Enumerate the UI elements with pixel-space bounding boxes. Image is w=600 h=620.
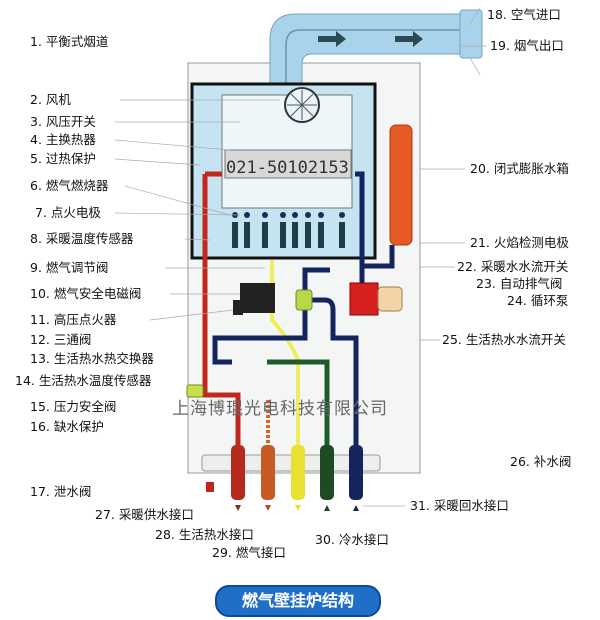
flue-terminal xyxy=(459,9,483,59)
label-27: 27. 采暖供水接口 xyxy=(95,507,194,522)
label-21: 21. 火焰检测电极 xyxy=(470,235,569,250)
label-8: 8. 采暖温度传感器 xyxy=(30,231,134,246)
watermark: 上海博琨光电科技有限公司 xyxy=(172,399,388,419)
label-13: 13. 生活热水热交换器 xyxy=(30,351,154,366)
label-29: 29. 燃气接口 xyxy=(212,545,286,560)
gas-valve xyxy=(240,283,275,313)
label-15: 15. 压力安全阀 xyxy=(30,399,117,414)
heating-supply-pipe xyxy=(202,174,241,445)
label-5: 5. 过热保护 xyxy=(30,151,96,166)
label-28: 28. 生活热水接口 xyxy=(155,527,254,542)
label-12: 12. 三通阀 xyxy=(30,332,92,347)
label-25: 25. 生活热水水流开关 xyxy=(442,332,566,347)
label-4: 4. 主换热器 xyxy=(30,132,96,147)
diagram-title: 燃气壁挂炉结构 xyxy=(215,585,381,617)
label-2: 2. 风机 xyxy=(30,92,71,107)
circulation-pump xyxy=(349,282,379,316)
label-22: 22. 采暖水水流开关 xyxy=(457,259,569,274)
flow-arrow-icon xyxy=(318,31,423,47)
label-7: 7. 点火电极 xyxy=(35,205,101,220)
connectors xyxy=(206,445,363,511)
label-10: 10. 燃气安全电磁阀 xyxy=(30,286,142,301)
label-14: 14. 生活热水温度传感器 xyxy=(15,373,152,388)
label-31: 31. 采暖回水接口 xyxy=(410,498,509,513)
phone-number: 021-50102153 xyxy=(226,158,349,178)
label-24: 24. 循环泵 xyxy=(507,293,569,308)
main-heat-exchanger xyxy=(224,149,352,179)
three-way-valve xyxy=(295,289,313,311)
label-11: 11. 高压点火器 xyxy=(30,312,117,327)
label-17: 17. 泄水阀 xyxy=(30,484,92,499)
cold-water-pipe xyxy=(267,359,330,445)
label-3: 3. 风压开关 xyxy=(30,114,96,129)
label-26: 26. 补水阀 xyxy=(510,454,572,469)
label-30: 30. 冷水接口 xyxy=(315,532,389,547)
label-20: 20. 闭式膨胀水箱 xyxy=(470,161,569,176)
burner xyxy=(232,222,345,248)
label-9: 9. 燃气调节阀 xyxy=(30,260,109,275)
label-18: 18. 空气进口 xyxy=(487,7,561,22)
expansion-tank xyxy=(389,124,413,246)
label-1: 1. 平衡式烟道 xyxy=(30,34,109,49)
label-19: 19. 烟气出口 xyxy=(490,38,564,53)
label-16: 16. 缺水保护 xyxy=(30,419,104,434)
safety-valve xyxy=(186,384,204,398)
label-23: 23. 自动排气阀 xyxy=(476,276,563,291)
label-6: 6. 燃气燃烧器 xyxy=(30,178,109,193)
